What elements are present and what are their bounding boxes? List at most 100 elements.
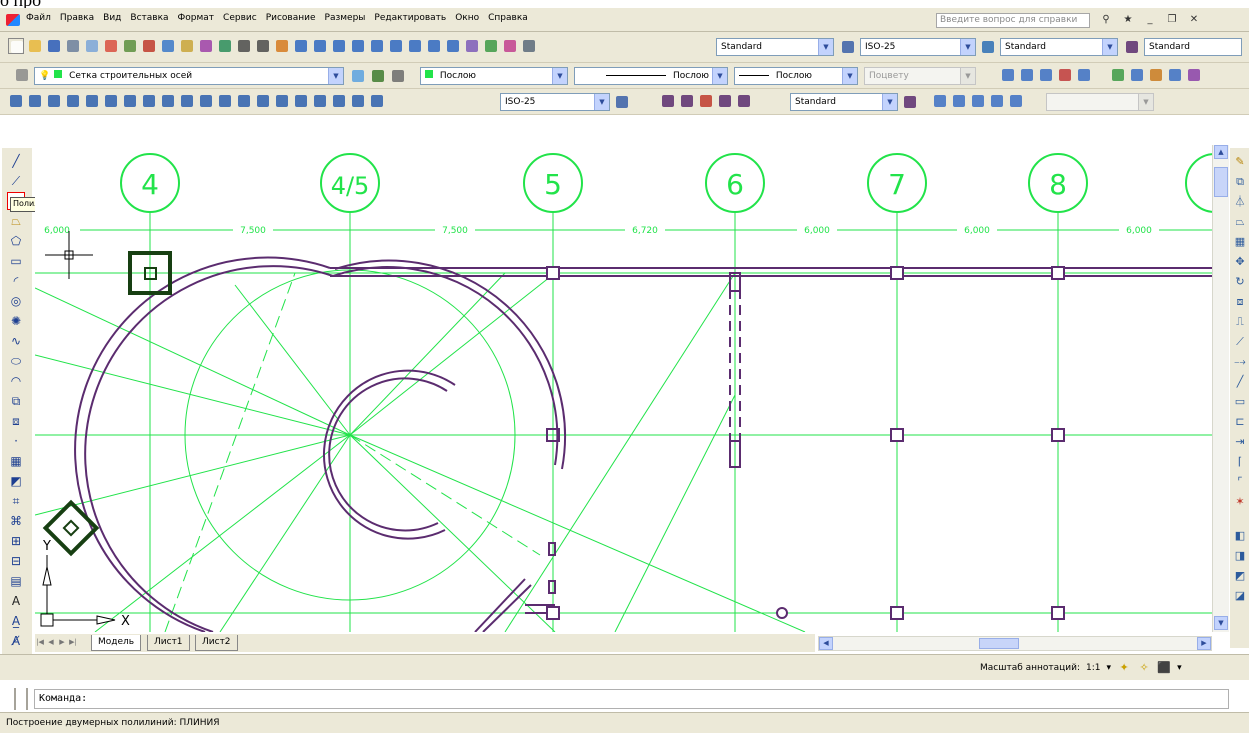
zoom-in-icon[interactable] (350, 38, 366, 54)
center-mark-icon[interactable] (274, 93, 290, 109)
search-help-icon[interactable]: ⚲ (1102, 14, 1110, 25)
block-editor-icon[interactable] (217, 38, 233, 54)
dim-space-icon[interactable] (217, 93, 233, 109)
scroll-right-button[interactable]: ▶ (1197, 637, 1211, 650)
layer-manager-icon[interactable] (14, 67, 30, 83)
lineweight-combo[interactable]: Послою ▼ (734, 67, 858, 85)
viewport-icon-2[interactable] (951, 93, 967, 109)
layer-states-icon[interactable] (390, 68, 406, 84)
continue-dim-icon[interactable] (198, 93, 214, 109)
rectangle-icon[interactable]: ▭ (10, 254, 22, 268)
join-icon[interactable]: ⊏ (1235, 415, 1245, 428)
scale-icon[interactable]: ⧈ (1236, 295, 1244, 308)
vertical-scroll-thumb[interactable] (1214, 167, 1228, 197)
next-tab-icon[interactable]: ▶ (59, 638, 65, 646)
scroll-up-button[interactable]: ▲ (1214, 145, 1228, 159)
menu-file[interactable]: Файл (26, 13, 51, 23)
vertical-scrollbar[interactable]: ▲ ▼ (1212, 145, 1229, 632)
layer-combo[interactable]: 💡 Сетка строительных осей ▼ (34, 67, 344, 85)
viewport-icon-3[interactable] (970, 93, 986, 109)
auto-scale-icon[interactable]: ✧ (1139, 661, 1149, 674)
explode-icon[interactable]: ✶ (1235, 495, 1245, 508)
break-point-icon[interactable]: ╱ (1236, 375, 1244, 388)
tab-model[interactable]: Модель (91, 635, 142, 651)
gradient-icon[interactable]: ◩ (10, 474, 22, 488)
jogged-dim-icon[interactable] (103, 93, 119, 109)
mirror-icon[interactable]: ⏃ (1234, 195, 1246, 208)
multileader-style-icon[interactable] (1124, 39, 1140, 55)
quick-dim-icon[interactable] (160, 93, 176, 109)
scroll-down-button[interactable]: ▼ (1214, 616, 1228, 630)
dim-break-icon[interactable] (236, 93, 252, 109)
multileader-style-combo[interactable]: Standard (1144, 38, 1242, 56)
match-properties-icon[interactable] (198, 38, 214, 54)
paste-icon[interactable] (179, 38, 195, 54)
dim-text-edit-icon[interactable] (350, 93, 366, 109)
trim-icon[interactable]: ⟋ (1236, 335, 1244, 348)
render-icon-1[interactable] (1000, 67, 1016, 83)
light-icon[interactable] (1186, 67, 1202, 83)
region-icon[interactable]: ⌗ (12, 494, 20, 508)
rotate-icon[interactable]: ↻ (1235, 275, 1245, 288)
new-file-icon[interactable] (8, 38, 24, 54)
menu-format[interactable]: Формат (177, 13, 215, 23)
command-line-grip[interactable] (14, 688, 28, 710)
zoom-previous-icon[interactable] (331, 38, 347, 54)
tab-layout2[interactable]: Лист2 (195, 635, 238, 651)
ellipse-arc-icon[interactable]: ◠ (10, 374, 22, 388)
fillet-icon[interactable]: ⌈ (1237, 455, 1243, 468)
menu-edit[interactable]: Правка (59, 13, 95, 23)
remove-leader-icon[interactable] (698, 93, 714, 109)
horizontal-scroll-thumb[interactable] (979, 638, 1019, 649)
chevron-down-icon[interactable]: ▼ (712, 68, 727, 84)
ordinate-dim-icon[interactable] (65, 93, 81, 109)
cut-icon[interactable] (141, 38, 157, 54)
construction-line-icon[interactable]: ⟋ (11, 174, 21, 188)
close-button[interactable]: ✕ (1189, 14, 1199, 25)
menu-insert[interactable]: Вставка (130, 13, 169, 23)
single-text-icon[interactable]: A̲ (11, 614, 21, 628)
copy-icon[interactable] (160, 38, 176, 54)
hatch-icon[interactable]: ▦ (10, 454, 22, 468)
dim-style-combo-2[interactable]: ISO-25 ▼ (500, 93, 610, 111)
insert-block-icon[interactable]: ⧉ (11, 394, 21, 408)
layer-previous-icon[interactable] (370, 68, 386, 84)
chevron-down-icon[interactable]: ▼ (882, 94, 897, 110)
scroll-left-button[interactable]: ◀ (819, 637, 833, 650)
last-tab-icon[interactable]: ▶| (69, 638, 77, 646)
drawing-canvas[interactable]: 6,000 7,500 7,500 6,720 6,000 6,000 6,00… (35, 145, 1214, 632)
chevron-down-icon[interactable]: ▼ (842, 68, 857, 84)
chevron-down-icon[interactable]: ▼ (1102, 39, 1117, 55)
tool-palettes-icon[interactable] (502, 38, 518, 54)
text-style-icon[interactable] (521, 38, 537, 54)
plot-icon[interactable] (65, 38, 81, 54)
chevron-down-icon[interactable]: ▼ (818, 39, 833, 55)
horizontal-scrollbar[interactable]: ◀ ▶ (818, 636, 1212, 651)
menu-help[interactable]: Справка (488, 13, 528, 23)
plot-preview-icon[interactable] (84, 38, 100, 54)
multiline-text-icon[interactable]: A (11, 594, 21, 608)
render-icon-4[interactable] (1057, 67, 1073, 83)
render-icon-2[interactable] (1019, 67, 1035, 83)
viewport-icon-1[interactable] (932, 93, 948, 109)
offset-icon[interactable]: ⏢ (1235, 215, 1245, 228)
color-combo[interactable]: Послою ▼ (420, 67, 568, 85)
point-icon[interactable]: · (14, 434, 18, 448)
chevron-down-icon[interactable]: ▼ (960, 39, 975, 55)
polygon-3d-icon[interactable]: ⏢ (11, 214, 21, 228)
circle-icon[interactable]: ◎ (10, 294, 22, 308)
3d-dwf-icon[interactable] (122, 38, 138, 54)
orbit-icon[interactable] (1110, 67, 1126, 83)
save-icon[interactable] (46, 38, 62, 54)
angular-dim-icon[interactable] (141, 93, 157, 109)
tab-layout1[interactable]: Лист1 (147, 635, 190, 651)
draworder-back-icon[interactable]: ◨ (1234, 549, 1246, 562)
render-icon-5[interactable] (1076, 67, 1092, 83)
polygon-icon[interactable]: ⬠ (10, 234, 22, 248)
text-style-combo[interactable]: Standard ▼ (716, 38, 834, 56)
table-icon[interactable]: ▤ (10, 574, 22, 588)
zoom-realtime-icon[interactable] (293, 38, 309, 54)
camera-icon[interactable] (1148, 67, 1164, 83)
minimize-button[interactable]: _ (1147, 14, 1153, 25)
restore-button[interactable]: ❐ (1167, 14, 1177, 25)
